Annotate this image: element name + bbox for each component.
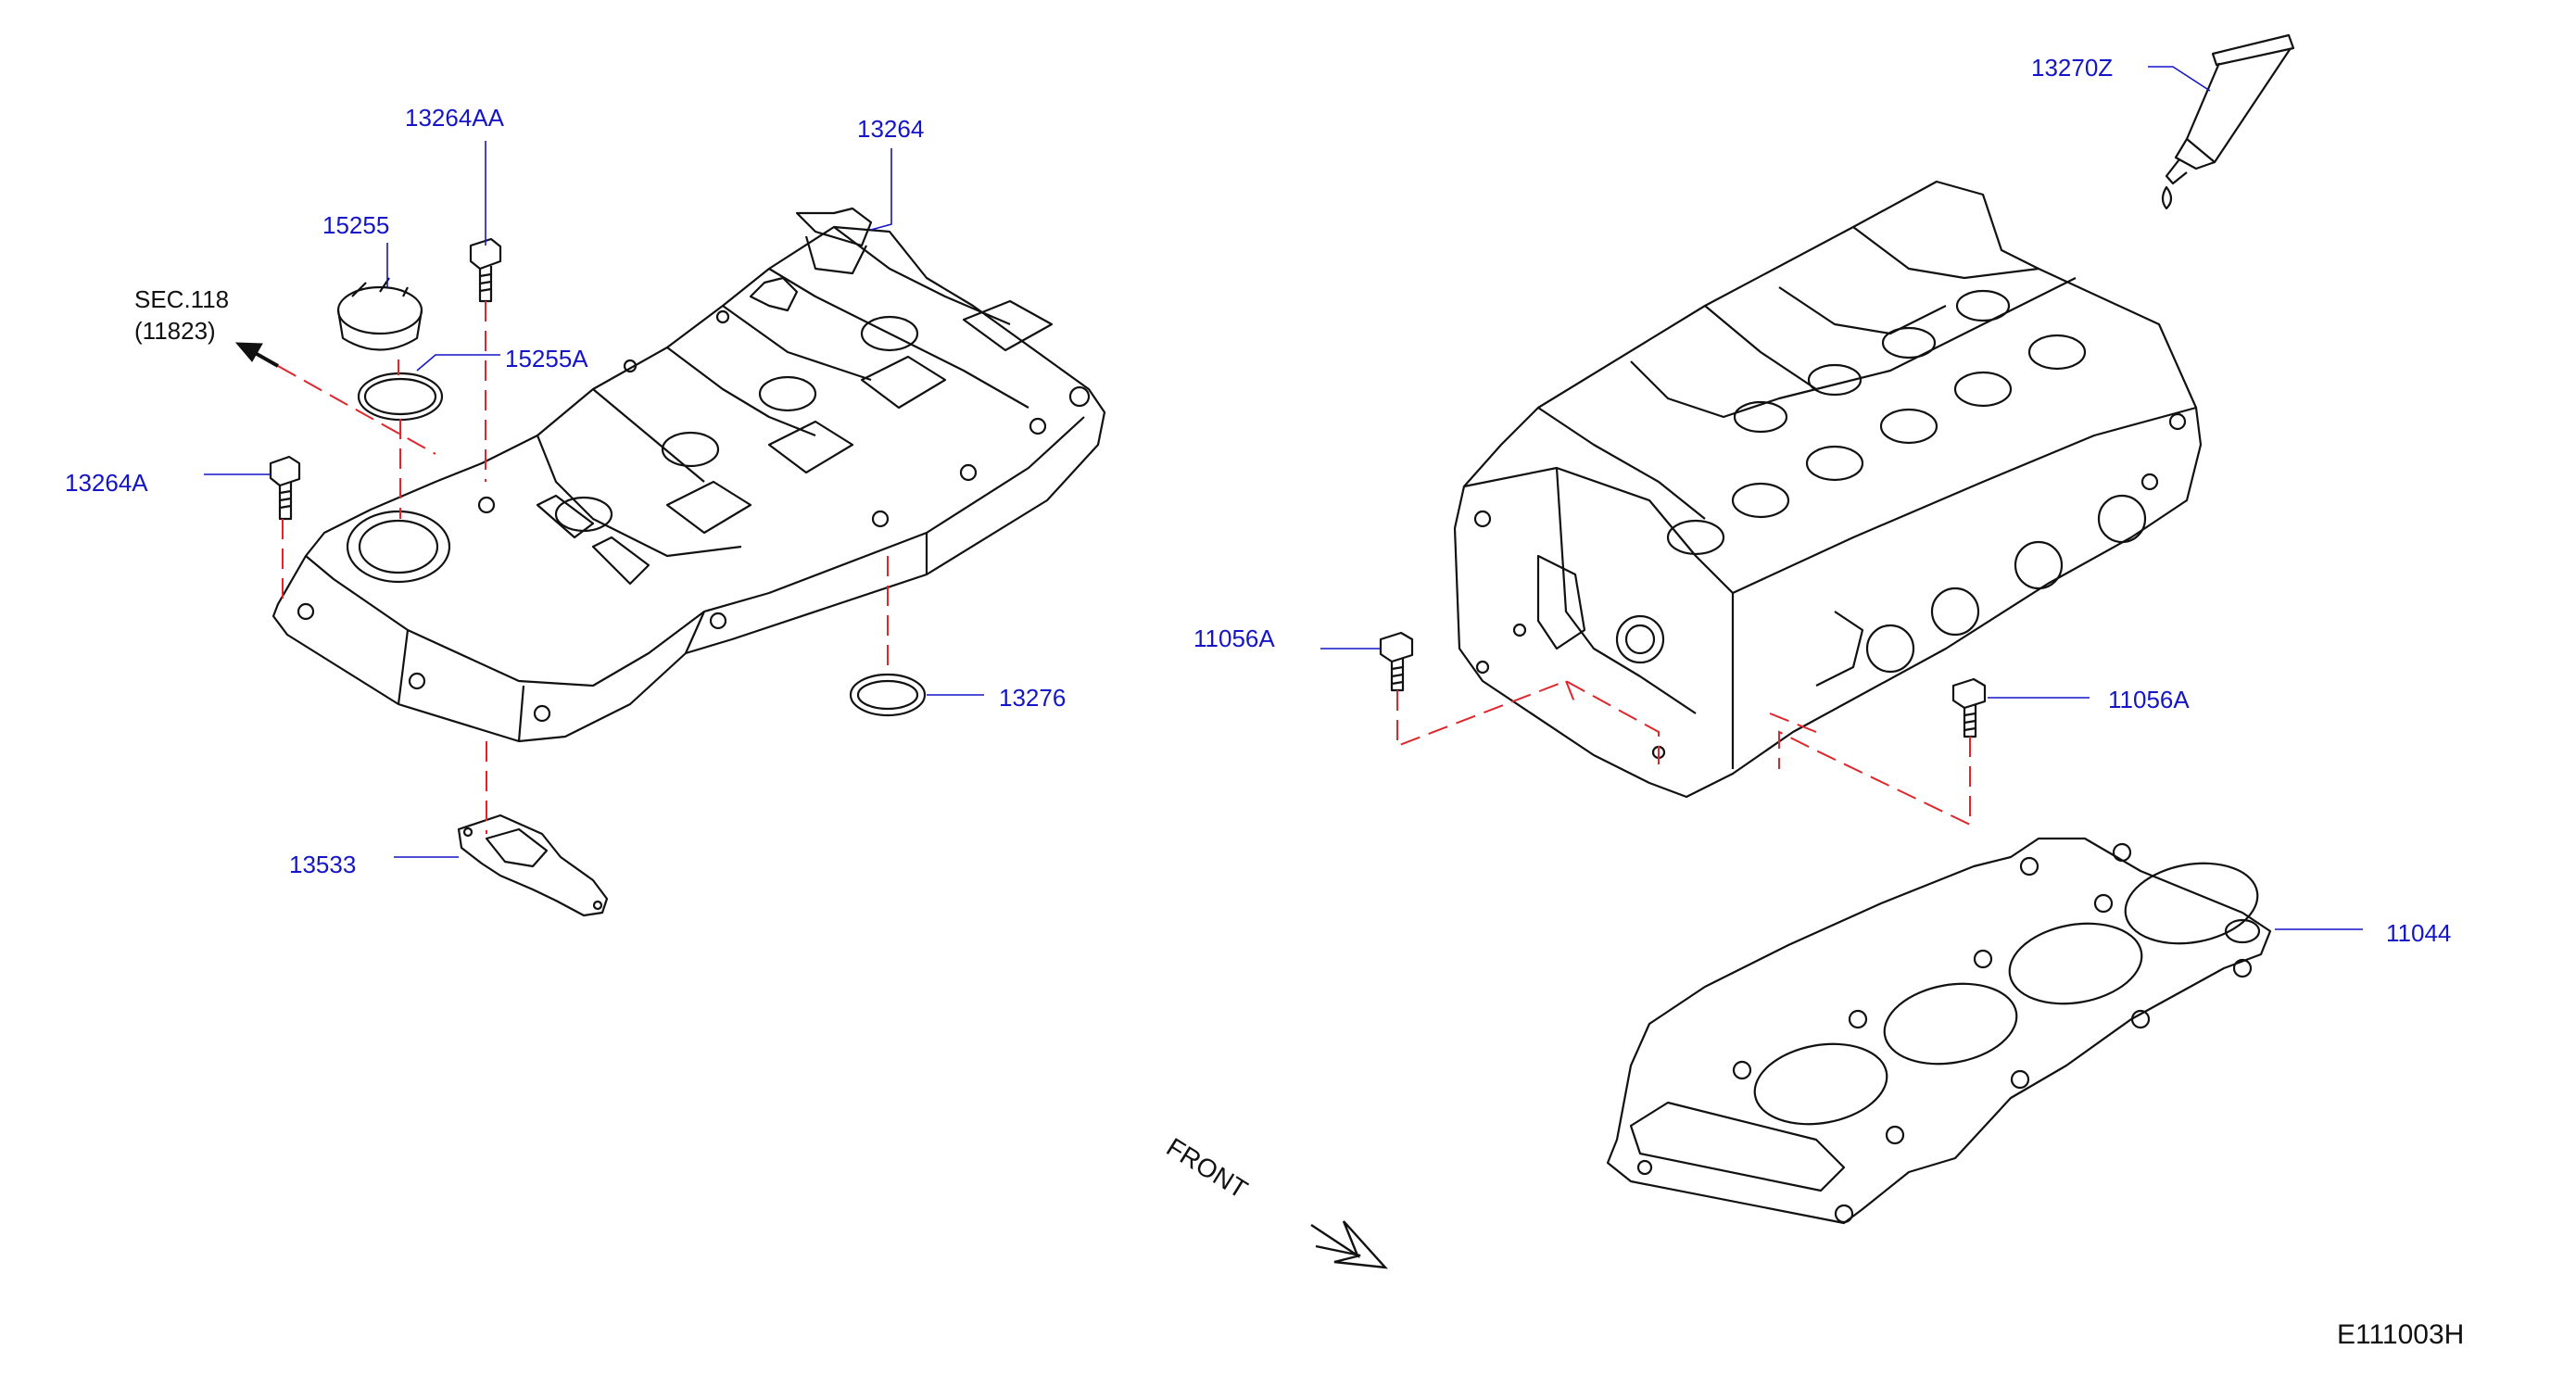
label-15255[interactable]: 15255 [322,211,390,239]
sealant-tube-13270z[interactable] [2161,33,2295,210]
label-13276[interactable]: 13276 [999,684,1067,712]
bolt-11056a-right[interactable] [1951,677,1987,738]
o-ring-15255a[interactable] [357,372,444,422]
sec-reference-line1: SEC.118 [134,285,230,313]
leader-lines [204,66,2363,930]
arrow-up-left-icon [234,342,279,368]
label-13264[interactable]: 13264 [857,115,925,143]
label-15255a[interactable]: 15255A [505,345,588,372]
gasket-13533[interactable] [457,814,609,917]
cylinder-head[interactable] [1453,180,2203,799]
bolt-13264a[interactable] [269,455,301,521]
bolt-11056a-left[interactable] [1379,631,1414,692]
label-11056a-left[interactable]: 11056A [1193,624,1275,652]
label-13264aa[interactable]: 13264AA [405,104,504,132]
diagram-reference-code: E111003H [2337,1319,2465,1350]
alignment-lines [277,301,1971,834]
double-arrow-down-right-icon [1310,1220,1388,1269]
oil-filler-cap-15255[interactable] [336,277,423,351]
sec-reference-line2: (11823) [134,317,216,345]
label-11056a-right[interactable]: 11056A [2108,686,2190,713]
label-13264a[interactable]: 13264A [65,469,148,497]
rocker-cover-13264[interactable] [271,207,1106,743]
head-gasket-11044[interactable] [1606,837,2272,1225]
label-13533[interactable]: 13533 [289,851,357,878]
label-13270z[interactable]: 13270Z [2031,54,2114,82]
bolt-13264aa[interactable] [469,237,502,303]
label-11044[interactable]: 11044 [2386,919,2452,947]
seal-washer-13276[interactable] [849,673,927,717]
